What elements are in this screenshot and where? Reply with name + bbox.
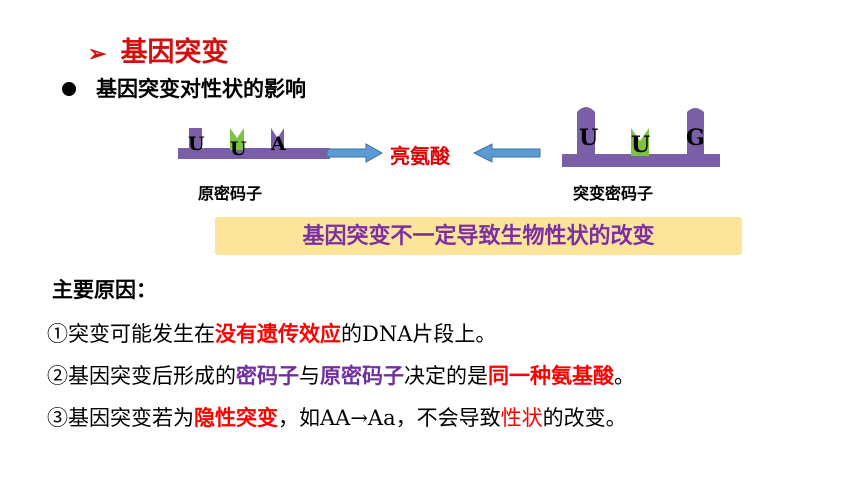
mutated-base-2-bar <box>631 128 649 156</box>
original-base-1: U <box>188 133 205 155</box>
original-base-3-notch <box>271 128 284 138</box>
reason-highlight: 同一种氨基酸 <box>488 363 614 388</box>
reason-highlight: 没有遗传效应 <box>215 321 341 346</box>
reason-text: 的DNA片段上。 <box>341 322 497 346</box>
mutated-base-2-notch <box>631 128 649 141</box>
reason-highlight: 隐性突变 <box>194 405 278 430</box>
original-codon-label: 原密码子 <box>198 184 263 203</box>
original-base-2-bar <box>230 128 244 150</box>
subheading: 基因突变对性状的影响 <box>62 73 306 103</box>
reason-3: ③基因突变若为隐性突变，如AA→Aa，不会导致性状的改变。 <box>47 402 627 432</box>
original-codon-backbone <box>178 148 330 159</box>
original-base-1-bar <box>189 128 202 150</box>
reasons-title: 主要原因： <box>52 277 157 302</box>
section-title: 基因突变 <box>120 37 229 68</box>
mutated-base-2: U <box>631 132 650 158</box>
mutated-base-1-bar <box>577 107 595 156</box>
mutated-base-3-bar <box>687 108 704 156</box>
reason-text: ，如AA→Aa，不会导致 <box>278 406 501 430</box>
reason-text: 基因突变后形成的 <box>68 364 236 388</box>
reason-highlight: 性状 <box>500 406 543 430</box>
mutated-base-3: G <box>686 125 705 151</box>
reason-highlight: 密码子 <box>236 363 299 388</box>
reason-3-number: ③ <box>47 406 68 430</box>
original-base-2-notch <box>230 128 244 138</box>
reason-text: 基因突变若为 <box>68 406 194 430</box>
reason-text: 突变可能发生在 <box>68 322 215 346</box>
original-base-3-bar <box>271 128 284 150</box>
arrow-bullet-icon: ➢ <box>88 41 107 67</box>
reason-highlight: 原密码子 <box>320 363 404 388</box>
reason-text: 的改变。 <box>542 406 627 430</box>
left-arrow-icon <box>472 143 541 163</box>
original-codon: U U A <box>178 128 330 160</box>
section-heading: ➢ 基因突变 <box>88 30 228 69</box>
bullet-dot-icon <box>62 81 76 96</box>
original-base-3: A <box>270 133 286 155</box>
amino-acid-label: 亮氨酸 <box>390 144 450 168</box>
right-arrow-icon <box>326 143 384 163</box>
reason-text: 。 <box>614 364 635 388</box>
original-base-2: U <box>230 138 247 160</box>
conclusion-banner: 基因突变不一定导致生物性状的改变 <box>215 217 742 255</box>
mutated-codon-backbone <box>562 154 720 167</box>
reason-2-number: ② <box>47 364 68 388</box>
reason-2: ②基因突变后形成的密码子与原密码子决定的是同一种氨基酸。 <box>47 360 635 390</box>
reason-text: 与 <box>299 364 320 388</box>
mutated-codon: U U G <box>562 107 720 167</box>
subheading-text: 基因突变对性状的影响 <box>96 76 306 101</box>
reason-1: ①突变可能发生在没有遗传效应的DNA片段上。 <box>47 318 496 348</box>
mutated-base-1: U <box>579 125 598 151</box>
reason-text: 决定的是 <box>404 364 488 388</box>
mutated-codon-label: 突变密码子 <box>573 184 654 203</box>
reason-1-number: ① <box>47 322 68 346</box>
